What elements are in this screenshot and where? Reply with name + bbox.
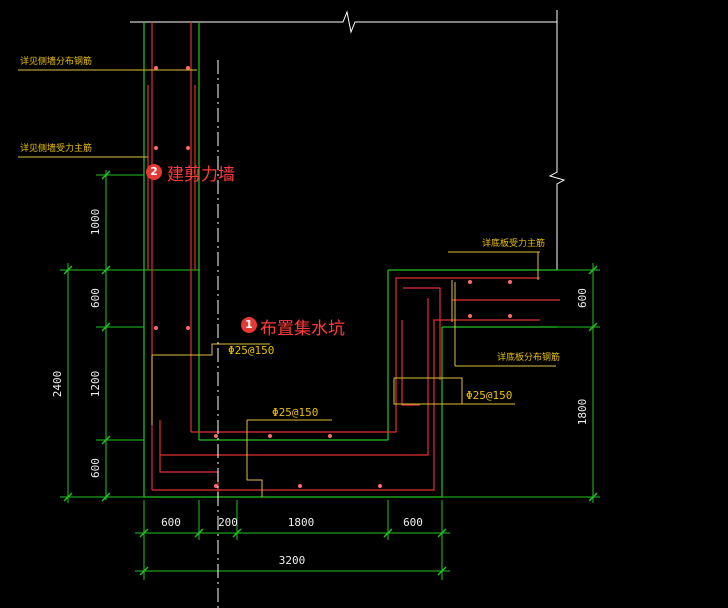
top-break-line (130, 10, 557, 34)
rebar-dot (214, 484, 218, 488)
callout-badge-1: 1 (241, 317, 257, 333)
rebar-label-1: Φ25@150 (228, 344, 274, 357)
callout-label-shear-wall: 建剪力墙 (167, 165, 235, 185)
dim-text-bottom-200: 200 (218, 516, 238, 529)
rebar-dot (186, 146, 190, 150)
dim-text-left-600-bottom: 600 (89, 458, 102, 478)
tick (63, 265, 73, 275)
rebar-dot (186, 326, 190, 330)
annotation-side-wall-distribution: 详见侧墙分布钢筋 (20, 55, 92, 67)
dim-text-bottom-600-right: 600 (403, 516, 423, 529)
tick (101, 170, 111, 180)
rebar-pit-hook-3 (401, 320, 420, 406)
tick (101, 492, 111, 502)
rebar-dot (154, 146, 158, 150)
annotation-side-wall-main: 详见侧墙受力主筋 (20, 142, 92, 154)
leader-rebar-1 (152, 343, 270, 356)
tick (588, 322, 598, 332)
rebar-dot (468, 280, 472, 284)
tick (194, 528, 204, 538)
dim-text-right-1800: 1800 (576, 399, 589, 426)
annotation-bottom-slab-main: 详底板受力主筋 (482, 237, 545, 249)
tick (588, 492, 598, 502)
dim-text-left-600-top: 600 (89, 288, 102, 308)
rebar-dot (214, 434, 218, 438)
tick (101, 322, 111, 332)
tick (139, 566, 149, 576)
rebar-pit-outer (152, 319, 540, 491)
leader-rebar-3 (393, 378, 515, 405)
tick (437, 528, 447, 538)
rebar-dot (186, 66, 190, 70)
dim-text-left-2400: 2400 (51, 371, 64, 398)
rebar-dot (268, 434, 272, 438)
dim-text-right-600: 600 (576, 288, 589, 308)
break-lines (130, 10, 566, 270)
leader-rebar-2-box (246, 420, 263, 497)
leader-lines (18, 69, 556, 497)
tick (101, 265, 111, 275)
rebar-pit-hook-2 (403, 287, 441, 380)
concrete-outline (143, 22, 557, 498)
rebar-lines (147, 22, 560, 497)
dimension-ticks (63, 170, 598, 576)
rebar-dot (298, 484, 302, 488)
dim-text-left-1000: 1000 (89, 209, 102, 236)
dim-text-bottom-600-left: 600 (161, 516, 181, 529)
tick (588, 265, 598, 275)
tick (139, 528, 149, 538)
rebar-dots (154, 66, 512, 488)
callout-label-sump-pit: 布置集水坑 (260, 319, 345, 339)
callout-badge-2: 2 (146, 164, 162, 180)
tick (63, 492, 73, 502)
dim-text-bottom-1800: 1800 (288, 516, 315, 529)
rebar-pit-hook-1 (159, 420, 219, 497)
tick (232, 528, 242, 538)
annotation-bottom-slab-distribution: 详底板分布钢筋 (497, 351, 560, 363)
right-break-line (548, 10, 566, 270)
rebar-dot (508, 280, 512, 284)
rebar-dot (378, 484, 382, 488)
tick (437, 566, 447, 576)
leader-rebar-3-box (394, 377, 463, 404)
rebar-pit-mid (160, 298, 429, 456)
dim-text-bottom-3200: 3200 (279, 554, 306, 567)
tick (383, 528, 393, 538)
rebar-dot (508, 314, 512, 318)
rebar-dot (154, 66, 158, 70)
rebar-pit-inner (191, 277, 540, 433)
dim-text-left-1200: 1200 (89, 371, 102, 398)
rebar-dot (468, 314, 472, 318)
rebar-label-2: Φ25@150 (272, 406, 318, 419)
tick (101, 435, 111, 445)
dimension-lines (60, 170, 600, 580)
rebar-dot (154, 326, 158, 330)
rebar-dot (328, 434, 332, 438)
rebar-label-3: Φ25@150 (466, 389, 512, 402)
